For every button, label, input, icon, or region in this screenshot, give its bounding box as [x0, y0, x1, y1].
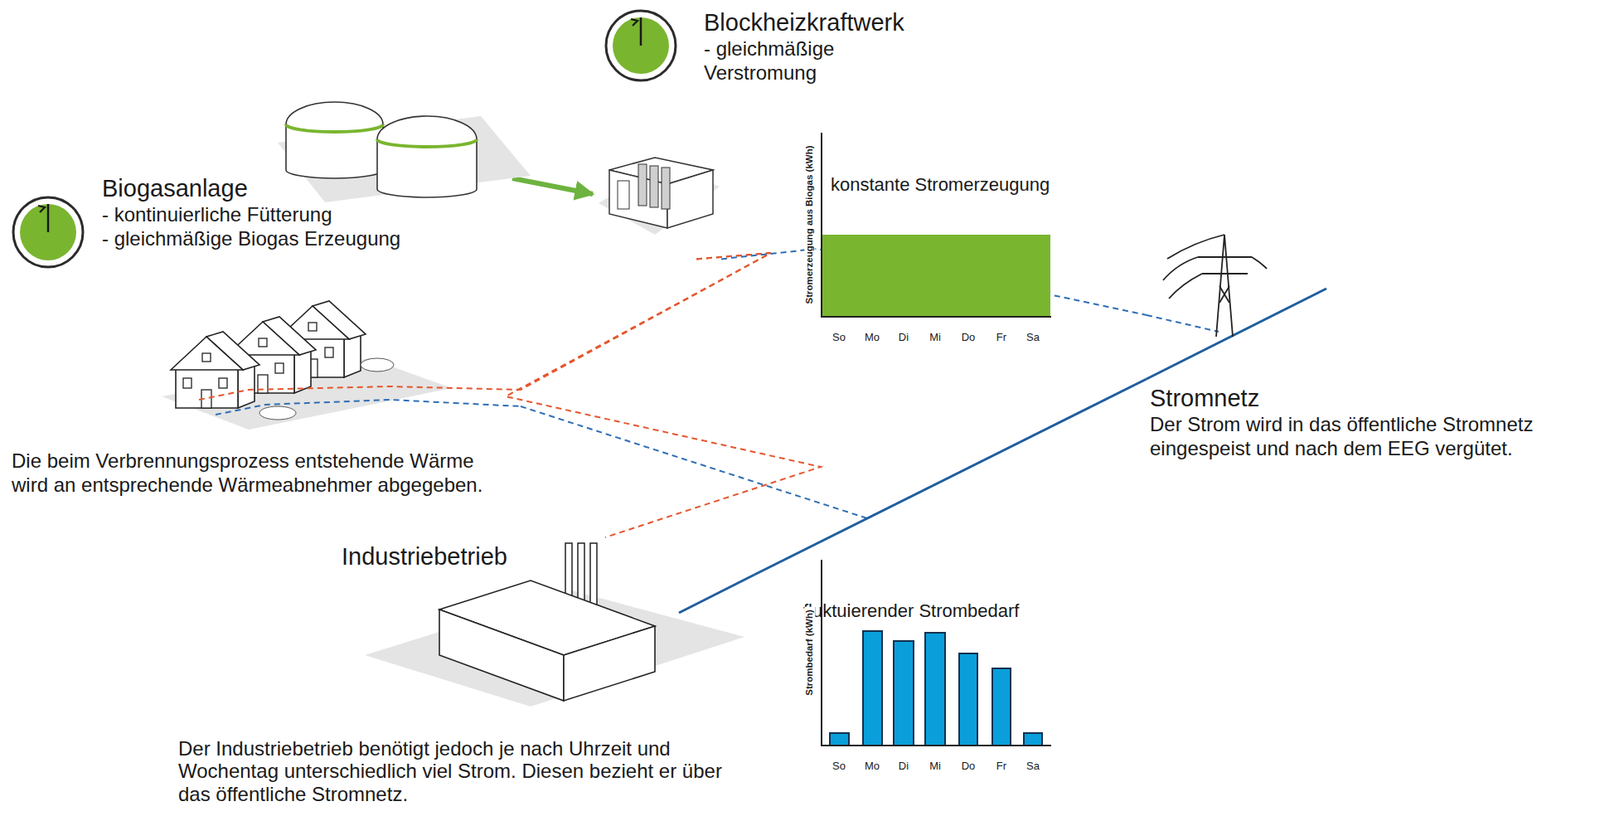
chp-building	[617, 180, 630, 209]
biogas-domes	[277, 101, 531, 203]
axis-tick-label: So	[832, 760, 846, 773]
axis-tick-label: So	[832, 331, 846, 345]
houses	[198, 386, 521, 400]
chp-building	[638, 164, 647, 206]
demand-chart	[863, 630, 883, 746]
biogas-domes	[286, 124, 384, 132]
power-pylon	[1219, 286, 1230, 303]
power-pylon	[1216, 234, 1233, 337]
grid-panel: StromnetzDer Strom wird in das öffentlic…	[1146, 227, 1595, 464]
power-grid-line	[1146, 288, 1327, 379]
body-text: Der Industriebetrieb benötigt jedoch je …	[178, 736, 751, 806]
plant-panel: Biogasanlage- kontinuierliche Fütterung-…	[6, 95, 513, 257]
axis-tick-label: Mo	[864, 760, 880, 773]
power-pylon	[1197, 256, 1252, 274]
biogas-domes	[377, 139, 477, 147]
axis-tick-label: Fr	[996, 331, 1007, 345]
demand-chart	[829, 630, 1043, 746]
supply-line	[505, 252, 821, 538]
heading-text: Biogasanlage	[101, 174, 510, 204]
factory	[563, 625, 655, 701]
body-text: Die beim Verbrennungsprozess entstehende…	[11, 449, 510, 498]
clock-icon	[606, 10, 676, 81]
axis-tick-label: Sa	[1026, 331, 1040, 345]
factory	[577, 543, 585, 603]
body-text: - gleichmäßige Verstromung	[703, 37, 938, 86]
demand-chart	[821, 559, 1052, 746]
chart-title: fluktuierender Strombedarf	[803, 600, 1019, 621]
demand-chart	[821, 559, 1052, 746]
axis-tick-label: Di	[898, 331, 909, 345]
generation-chart	[821, 132, 1052, 317]
axis-tick-label: Mi	[929, 760, 941, 773]
flow-arrow	[512, 178, 593, 194]
power-pylon	[1168, 273, 1203, 299]
axis-title: Strombedarf (kWh)	[804, 606, 815, 699]
houses	[259, 406, 296, 420]
demand-chart	[1023, 732, 1043, 746]
axis-tick-label: Di	[898, 760, 909, 773]
demand-chart	[992, 668, 1011, 746]
clock-icon	[13, 197, 83, 267]
chp-building	[649, 165, 659, 208]
axis-tick-label: Sa	[1026, 760, 1040, 773]
body-text: Der Strom wird in das öffentliche Stromn…	[1149, 412, 1590, 461]
clock-icon	[47, 203, 50, 233]
biogas-domes	[377, 116, 477, 198]
axis-tick-label: Mi	[929, 331, 941, 345]
factory	[565, 543, 573, 602]
houses	[170, 331, 260, 408]
clock-icon	[606, 10, 676, 81]
clock-icon	[640, 17, 643, 46]
clock-icon	[630, 19, 638, 26]
axis-tick-label: Do	[961, 331, 976, 345]
generation-chart	[821, 132, 1052, 317]
houses	[360, 358, 394, 372]
heat-consumer-panel: Die beim Verbrennungsprozess entstehende…	[6, 306, 521, 501]
chp-building	[661, 167, 670, 209]
supply-line	[520, 252, 771, 390]
supply-line	[520, 378, 1147, 519]
chp-building	[667, 169, 713, 228]
body-text: - kontinuierliche Fütterung	[101, 203, 510, 228]
chp-building	[598, 157, 720, 235]
generation-chart	[821, 234, 1051, 317]
power-grid-line	[678, 574, 755, 613]
axis-title: Stromerzeugung aus Biogas (kWh)	[804, 142, 815, 306]
heading-text: Stromnetz	[1149, 383, 1593, 413]
chart-title: konstante Stromerzeugung	[830, 174, 1050, 195]
demand-chart	[829, 732, 849, 746]
axis-tick-label: Fr	[996, 760, 1007, 773]
axis-tick-label: Do	[961, 760, 976, 773]
clock-icon	[13, 10, 676, 267]
factory-panel: IndustriebetriebDer Industriebetrieb ben…	[169, 537, 755, 808]
axis-tick-label: Mo	[864, 331, 880, 345]
clock-icon	[13, 197, 83, 267]
biogas-domes	[286, 101, 384, 179]
clock-icon	[612, 17, 670, 74]
heading-text: Blockheizkraftwerk	[703, 8, 938, 38]
clock-icon	[38, 205, 45, 213]
flow-arrow	[754, 378, 1147, 575]
demand-chart	[925, 632, 946, 746]
houses	[215, 399, 521, 415]
clock-icon	[19, 203, 77, 261]
factory	[439, 609, 564, 701]
demand-chart	[893, 640, 914, 746]
heading-text: Industriebetrieb	[341, 542, 752, 572]
power-pylon	[1163, 256, 1198, 281]
factory	[590, 543, 597, 605]
power-grid-line	[1146, 315, 1219, 332]
power-pylon	[1167, 234, 1225, 259]
chp-panel: Blockheizkraftwerk- gleichmäßige Verstro…	[592, 4, 941, 259]
power-pylon	[1251, 256, 1267, 269]
body-text: - gleichmäßige Biogas Erzeugung	[101, 227, 510, 252]
power-pylon	[1163, 234, 1267, 337]
houses	[161, 300, 521, 430]
demand-chart	[959, 653, 978, 746]
